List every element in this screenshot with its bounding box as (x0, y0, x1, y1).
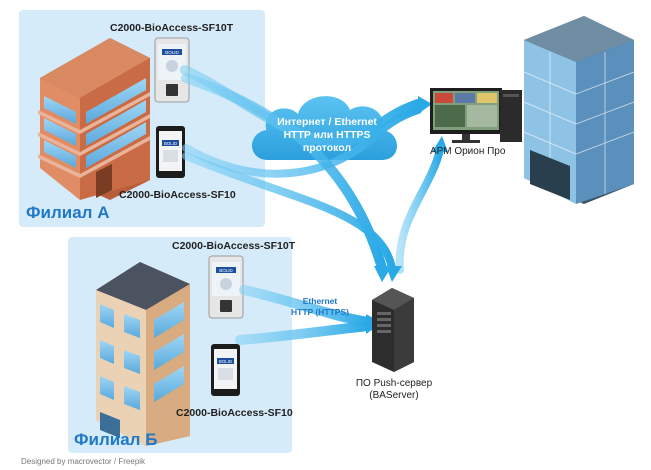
branch-b-sf10t-label: C2000-BioAccess-SF10T (172, 240, 296, 252)
arrow-heads (366, 96, 448, 334)
branch-b-sf10-label: C2000-BioAccess-SF10 (176, 407, 293, 419)
workstation-label: АРМ Орион Про (430, 146, 506, 157)
cloud-label-line1: Интернет / Ethernet (277, 116, 377, 128)
workstation-icon (430, 88, 522, 143)
arrow-branch-b-sf10-to-server (235, 321, 373, 345)
cloud-label: Интернет / Ethernet HTTP или HTTPS прото… (262, 116, 392, 155)
arrow-branch-a-sf10-to-server (182, 152, 396, 272)
branch-a-sf10-device-icon: BOLID (156, 126, 185, 178)
push-server-icon (372, 288, 414, 372)
push-server-label-line2: (BAServer) (369, 390, 419, 401)
arrow-server-to-workstation (395, 146, 444, 274)
arrow-branch-a-sf10-to-workstation (182, 106, 422, 178)
push-server-label: ПО Push-сервер (BAServer) (346, 378, 442, 402)
branch-b-sf10-device-icon: BOLID (211, 344, 240, 396)
arrow-branch-b-to-server (239, 285, 373, 327)
headquarters-building-icon (523, 16, 635, 204)
ethernet-link-line2: HTTP (HTTPS) (291, 307, 349, 317)
branch-a-building-icon (38, 38, 150, 200)
push-server-label-line1: ПО Push-сервер (355, 378, 433, 389)
ethernet-link-line1: Ethernet (302, 296, 338, 306)
branch-b-sf10t-device-icon: BOLID (208, 255, 244, 319)
branch-a-sf10t-device-icon: BOLID (154, 37, 190, 103)
svg-text:BOLID: BOLID (219, 268, 233, 273)
svg-text:BOLID: BOLID (165, 50, 179, 55)
image-credit: Designed by macrovector / Freepik (21, 457, 146, 466)
svg-text:BOLID: BOLID (164, 141, 177, 146)
connection-arrows (180, 65, 444, 345)
svg-text:BOLID: BOLID (219, 359, 232, 364)
branch-a-title: Филиал А (26, 203, 110, 222)
branch-b-building-icon (96, 262, 190, 446)
branch-b-title: Филиал Б (74, 430, 158, 449)
branch-a-sf10-label: C2000-BioAccess-SF10 (119, 189, 236, 201)
branch-a-sf10t-label: C2000-BioAccess-SF10T (110, 22, 234, 34)
cloud-label-line3: протокол (302, 142, 352, 154)
ethernet-link-label: Ethernet HTTP (HTTPS) (285, 296, 355, 318)
cloud-label-line2: HTTP или HTTPS (283, 129, 371, 141)
